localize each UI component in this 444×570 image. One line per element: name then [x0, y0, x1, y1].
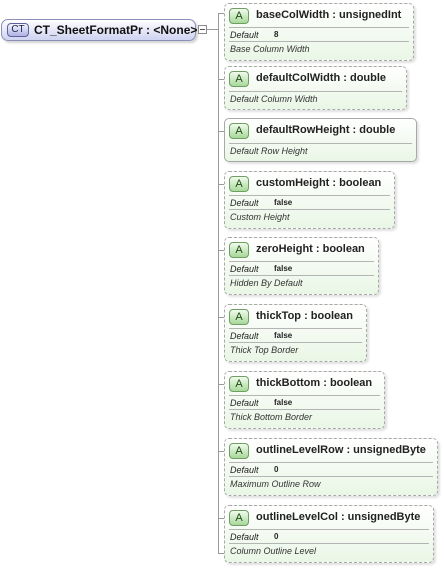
connector-branch [218, 317, 225, 318]
default-value: false [274, 398, 293, 407]
divider [229, 261, 374, 262]
attribute-icon: A [229, 71, 249, 87]
default-label: Default [230, 398, 259, 408]
divider [229, 195, 390, 196]
divider [229, 209, 390, 210]
attribute-description: Default Column Width [230, 94, 318, 104]
collapse-toggle-icon[interactable] [198, 25, 207, 34]
attribute-icon: A [229, 376, 249, 392]
default-label: Default [230, 198, 259, 208]
connector-trunk [218, 13, 219, 554]
attribute-name: defaultRowHeight : double [256, 124, 396, 136]
default-label: Default [230, 264, 259, 274]
default-value: false [274, 264, 293, 273]
attribute-name: thickBottom : boolean [256, 377, 373, 389]
divider [229, 462, 433, 463]
divider [229, 529, 429, 530]
default-row: Default 8 [230, 30, 278, 40]
default-label: Default [230, 331, 259, 341]
default-label: Default [230, 532, 259, 542]
divider [229, 275, 374, 276]
attribute-description: Default Row Height [230, 146, 308, 156]
connector-branch [218, 451, 225, 452]
connector-branch [218, 184, 225, 185]
divider [229, 91, 402, 92]
connector-branch [218, 384, 225, 385]
attribute-icon: A [229, 123, 249, 139]
default-label: Default [230, 30, 259, 40]
attribute-description: Maximum Outline Row [230, 479, 321, 489]
attribute-icon: A [229, 510, 249, 526]
attribute-name: thickTop : boolean [256, 310, 353, 322]
default-value: false [274, 198, 293, 207]
attribute-icon: A [229, 242, 249, 258]
divider [229, 342, 362, 343]
divider [229, 476, 433, 477]
connector-branch [218, 13, 225, 14]
default-row: Default false [230, 398, 292, 408]
attribute-description: Thick Bottom Border [230, 412, 313, 422]
attribute-name: baseColWidth : unsignedInt [256, 9, 402, 21]
attribute-description: Thick Top Border [230, 345, 299, 355]
connector-branch [218, 79, 225, 80]
attribute-name: defaultColWidth : double [256, 72, 387, 84]
attribute-icon: A [229, 176, 249, 192]
divider [229, 395, 380, 396]
connector-stub [207, 29, 219, 30]
attribute-icon: A [229, 8, 249, 24]
default-row: Default false [230, 198, 292, 208]
default-row: Default 0 [230, 465, 278, 475]
divider [229, 543, 429, 544]
attribute-icon: A [229, 443, 249, 459]
divider [229, 409, 380, 410]
attribute-description: Column Outline Level [230, 546, 317, 556]
attribute-icon: A [229, 309, 249, 325]
default-value: false [274, 331, 293, 340]
complex-type-name: CT_SheetFormatPr : <None> [34, 23, 198, 37]
attribute-description: Custom Height [230, 212, 290, 222]
default-value: 0 [274, 532, 279, 541]
default-row: Default false [230, 264, 292, 274]
connector-branch [218, 518, 225, 519]
default-value: 8 [274, 30, 279, 39]
default-row: Default 0 [230, 532, 278, 542]
attribute-name: outlineLevelCol : unsignedByte [256, 511, 421, 523]
connector-end [218, 553, 225, 554]
attribute-description: Base Column Width [230, 44, 310, 54]
connector-branch [218, 250, 225, 251]
attribute-name: zeroHeight : boolean [256, 243, 365, 255]
divider [229, 41, 409, 42]
divider [229, 143, 412, 144]
default-value: 0 [274, 465, 279, 474]
default-row: Default false [230, 331, 292, 341]
connector-branch [218, 131, 225, 132]
default-label: Default [230, 465, 259, 475]
divider [229, 328, 362, 329]
divider [229, 27, 409, 28]
complex-type-icon: CT [7, 23, 29, 37]
attribute-name: outlineLevelRow : unsignedByte [256, 444, 426, 456]
attribute-description: Hidden By Default [230, 278, 303, 288]
attribute-name: customHeight : boolean [256, 177, 382, 189]
complex-type-node[interactable]: CT CT_SheetFormatPr : <None> [1, 19, 198, 41]
